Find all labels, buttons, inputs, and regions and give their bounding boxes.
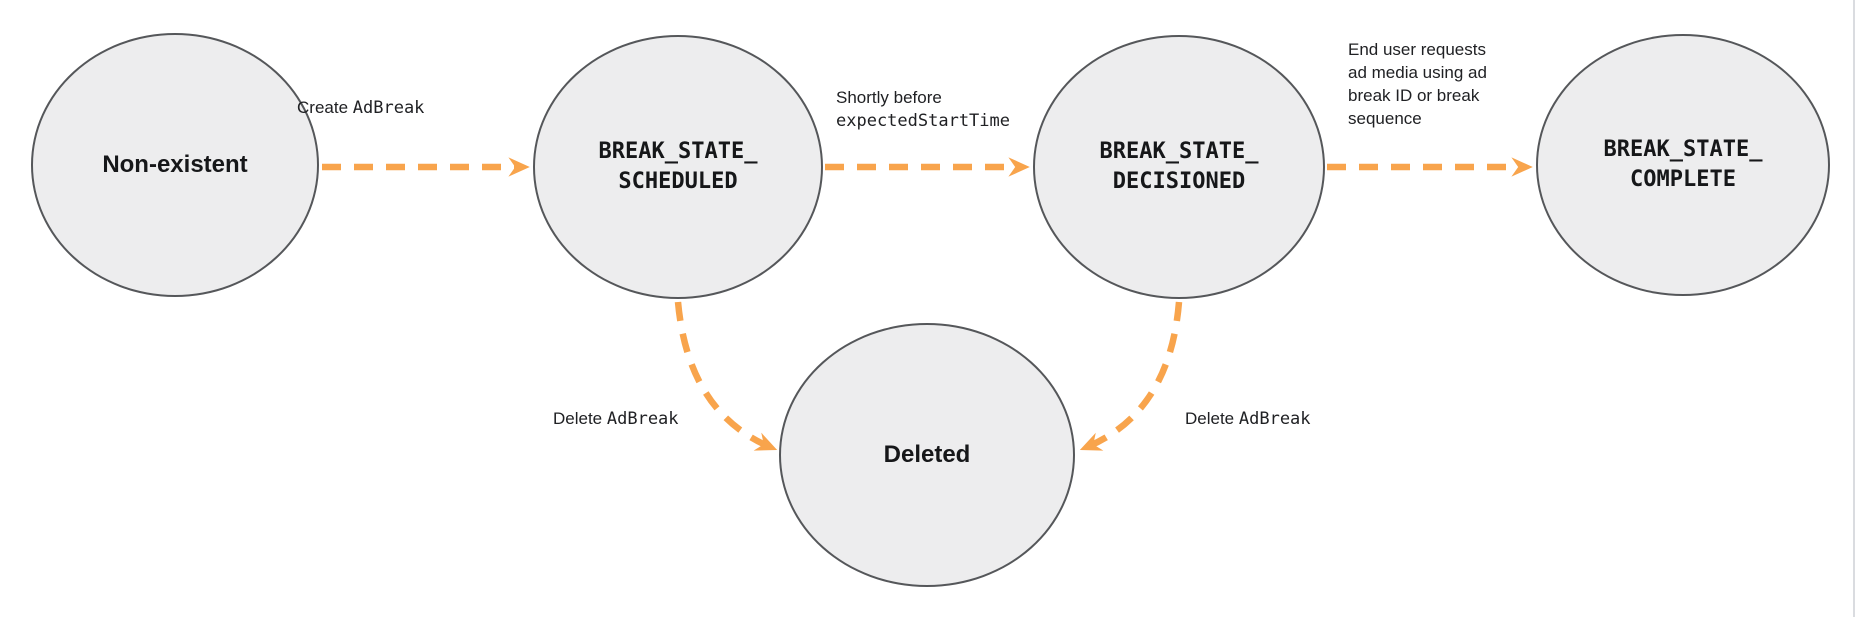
edge-label-code: AdBreak bbox=[1238, 409, 1311, 429]
state-label: Non-existent bbox=[102, 151, 248, 178]
edge-label-text: End user requests ad media using ad brea… bbox=[1348, 40, 1487, 128]
arrow-delete-adbreak-from-decisioned bbox=[1079, 301, 1183, 451]
state-label: BREAK_STATE_ COMPLETE bbox=[1603, 137, 1763, 192]
edge-label-text: Create bbox=[297, 98, 349, 117]
state-break-state-complete: BREAK_STATE_ COMPLETE bbox=[1536, 34, 1830, 296]
edge-label-code: AdBreak bbox=[352, 98, 425, 118]
edge-label-create-adbreak: Create AdBreak bbox=[297, 96, 424, 120]
state-break-state-scheduled: BREAK_STATE_ SCHEDULED bbox=[533, 35, 823, 299]
edge-label-shortly-before: Shortly before expectedStartTime bbox=[836, 86, 1010, 133]
edge-label-end-user-requests: End user requests ad media using ad brea… bbox=[1348, 38, 1487, 130]
edge-label-text: Delete bbox=[1185, 409, 1235, 428]
state-label: BREAK_STATE_ SCHEDULED bbox=[598, 139, 758, 194]
edge-label-text: Shortly before bbox=[836, 88, 942, 107]
state-non-existent: Non-existent bbox=[31, 33, 319, 297]
edge-label-code: expectedStartTime bbox=[836, 111, 1010, 131]
page-right-border bbox=[1853, 0, 1855, 617]
state-label: Deleted bbox=[883, 441, 971, 468]
state-label: BREAK_STATE_ DECISIONED bbox=[1099, 139, 1259, 194]
edge-label-code: AdBreak bbox=[606, 409, 679, 429]
edge-label-delete-adbreak-left: Delete AdBreak bbox=[553, 407, 679, 431]
state-deleted: Deleted bbox=[779, 323, 1075, 587]
state-break-state-decisioned: BREAK_STATE_ DECISIONED bbox=[1033, 35, 1325, 299]
arrow-delete-adbreak-from-scheduled bbox=[674, 301, 778, 451]
edge-label-delete-adbreak-right: Delete AdBreak bbox=[1185, 407, 1311, 431]
edge-label-text: Delete bbox=[553, 409, 603, 428]
